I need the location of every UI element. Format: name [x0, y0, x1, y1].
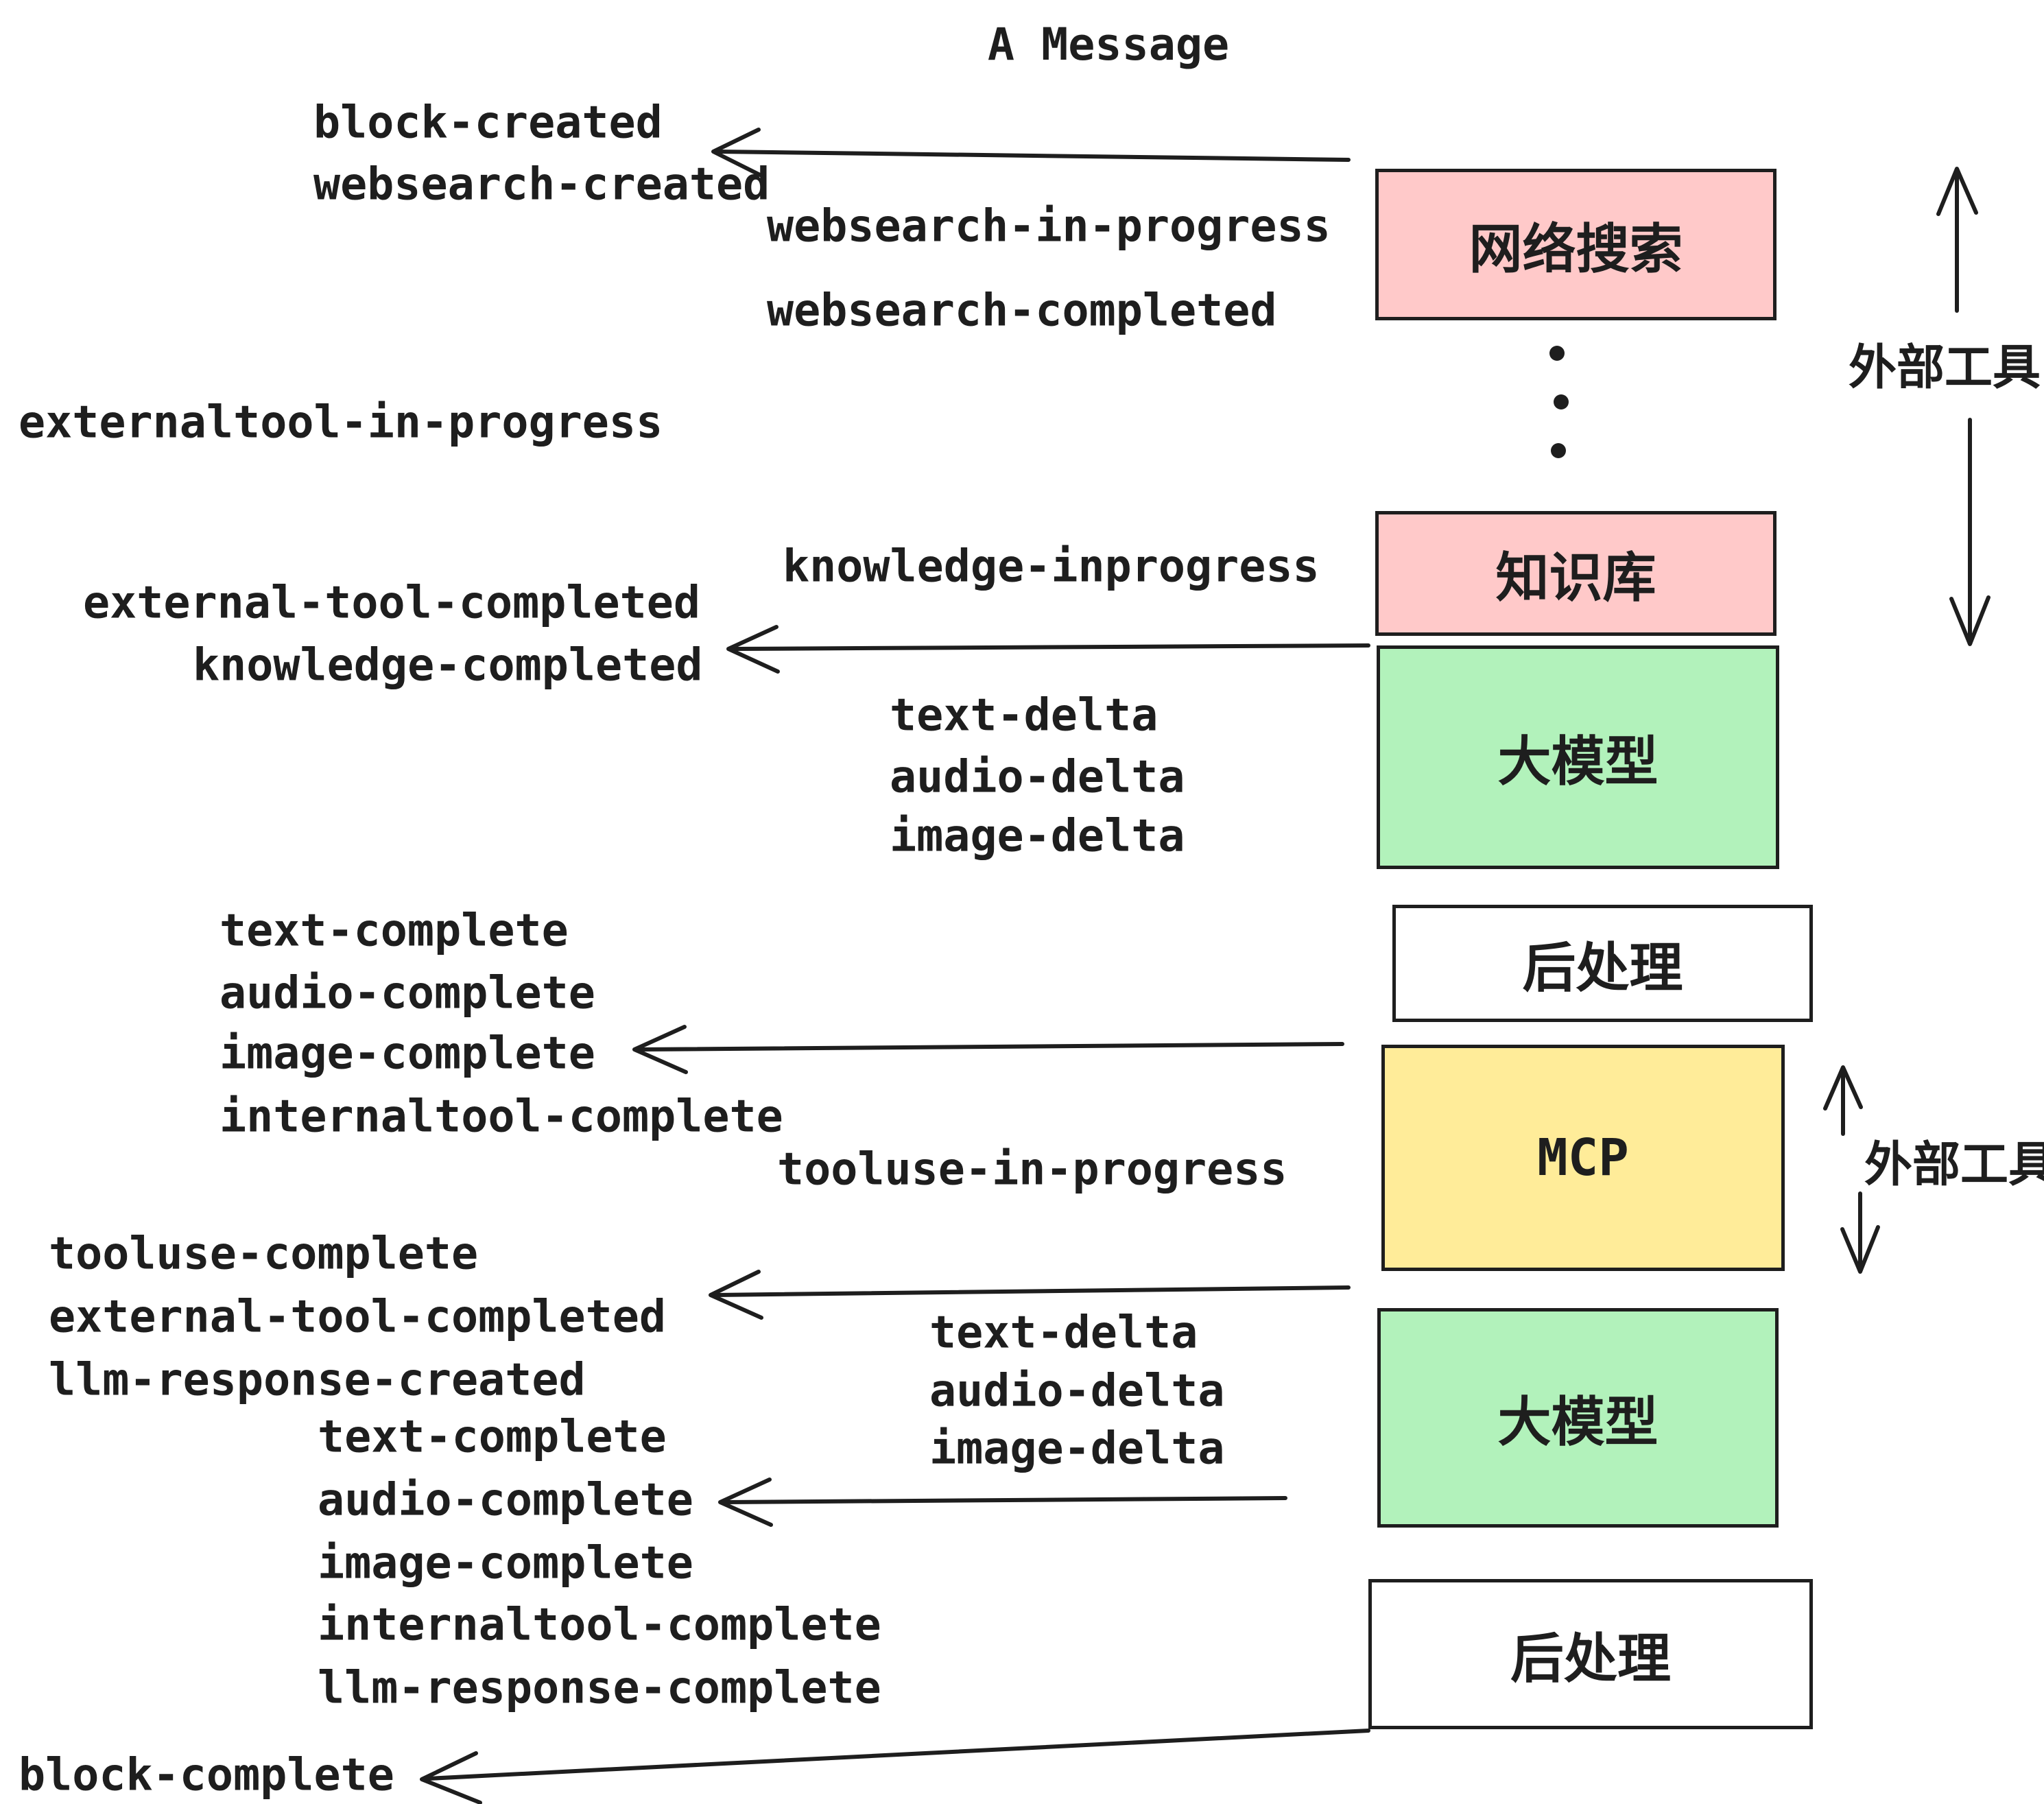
event-label-internaltool-complete-2: internaltool-complete [318, 1599, 881, 1651]
event-label-knowledge-inprogress: knowledge-inprogress [783, 541, 1320, 593]
ellipsis-dots-icon [1549, 346, 1569, 458]
event-label-text-delta-2: text-delta [929, 1307, 1198, 1359]
event-label-image-complete-2: image-complete [318, 1537, 693, 1589]
event-label-external-tool-completed-1: external-tool-completed [83, 577, 701, 629]
event-label-tooluse-in-progress: tooluse-in-progress [777, 1143, 1287, 1196]
arrow-block-complete-icon [420, 1729, 1370, 1804]
event-label-text-delta-1: text-delta [890, 689, 1158, 741]
event-label-tooluse-complete: tooluse-complete [49, 1228, 479, 1280]
event-label-external-tool-completed-2: external-tool-completed [49, 1291, 667, 1343]
external-tools-up-arrow-icon-2 [1823, 1065, 1863, 1136]
box-llm-2: 大模型 [1377, 1308, 1779, 1528]
box-postprocess-1-label: 后处理 [1522, 937, 1683, 998]
event-label-externaltool-in-progress: externaltool-in-progress [19, 396, 663, 449]
event-label-image-delta-1: image-delta [890, 810, 1185, 862]
arrow-websearch-return-icon [711, 128, 1351, 177]
event-label-image-delta-2: image-delta [929, 1423, 1225, 1475]
event-label-audio-delta-2: audio-delta [929, 1365, 1225, 1417]
event-label-llm-response-created: llm-response-created [49, 1354, 586, 1406]
diagram-title: A Message [987, 19, 1230, 71]
box-mcp-label: MCP [1537, 1128, 1629, 1187]
arrow-llm2-return-icon [718, 1477, 1287, 1527]
external-tools-label-bottom: 外部工具 [1864, 1137, 2044, 1191]
event-label-websearch-in-progress: websearch-in-progress [767, 200, 1331, 252]
box-websearch-label: 网络搜索 [1469, 218, 1683, 279]
box-llm-1-label: 大模型 [1497, 731, 1659, 792]
event-label-audio-delta-1: audio-delta [890, 751, 1185, 803]
event-label-websearch-completed: websearch-completed [767, 285, 1277, 337]
event-label-internaltool-complete-1: internaltool-complete [219, 1091, 783, 1143]
box-postprocess-1: 后处理 [1392, 905, 1813, 1022]
event-label-text-complete-1: text-complete [219, 905, 569, 957]
box-knowledge: 知识库 [1375, 511, 1776, 636]
box-llm-2-label: 大模型 [1497, 1392, 1659, 1452]
event-label-text-complete-2: text-complete [318, 1411, 667, 1463]
box-postprocess-2: 后处理 [1368, 1579, 1813, 1729]
event-label-block-complete: block-complete [19, 1749, 394, 1801]
external-tools-label-top: 外部工具 [1849, 340, 2041, 394]
external-tools-down-arrow-icon-2 [1840, 1191, 1880, 1274]
arrow-llm1-return-icon [632, 1025, 1344, 1074]
box-postprocess-2-label: 后处理 [1510, 1628, 1671, 1689]
arrow-knowledge-return-icon [726, 625, 1370, 674]
event-label-audio-complete-1: audio-complete [219, 967, 595, 1019]
box-websearch: 网络搜索 [1375, 169, 1776, 320]
box-llm-1: 大模型 [1377, 645, 1779, 869]
event-label-block-created: block-created [313, 97, 663, 149]
event-label-image-complete-1: image-complete [219, 1028, 595, 1080]
external-tools-up-arrow-icon-1 [1936, 167, 1978, 313]
event-label-llm-response-complete: llm-response-complete [318, 1662, 881, 1714]
external-tools-down-arrow-icon-1 [1949, 418, 1990, 646]
box-knowledge-label: 知识库 [1495, 547, 1656, 608]
event-label-knowledge-completed: knowledge-completed [193, 639, 703, 691]
event-label-audio-complete-2: audio-complete [318, 1474, 693, 1526]
event-label-websearch-created: websearch-created [313, 158, 770, 211]
box-mcp: MCP [1381, 1045, 1785, 1271]
